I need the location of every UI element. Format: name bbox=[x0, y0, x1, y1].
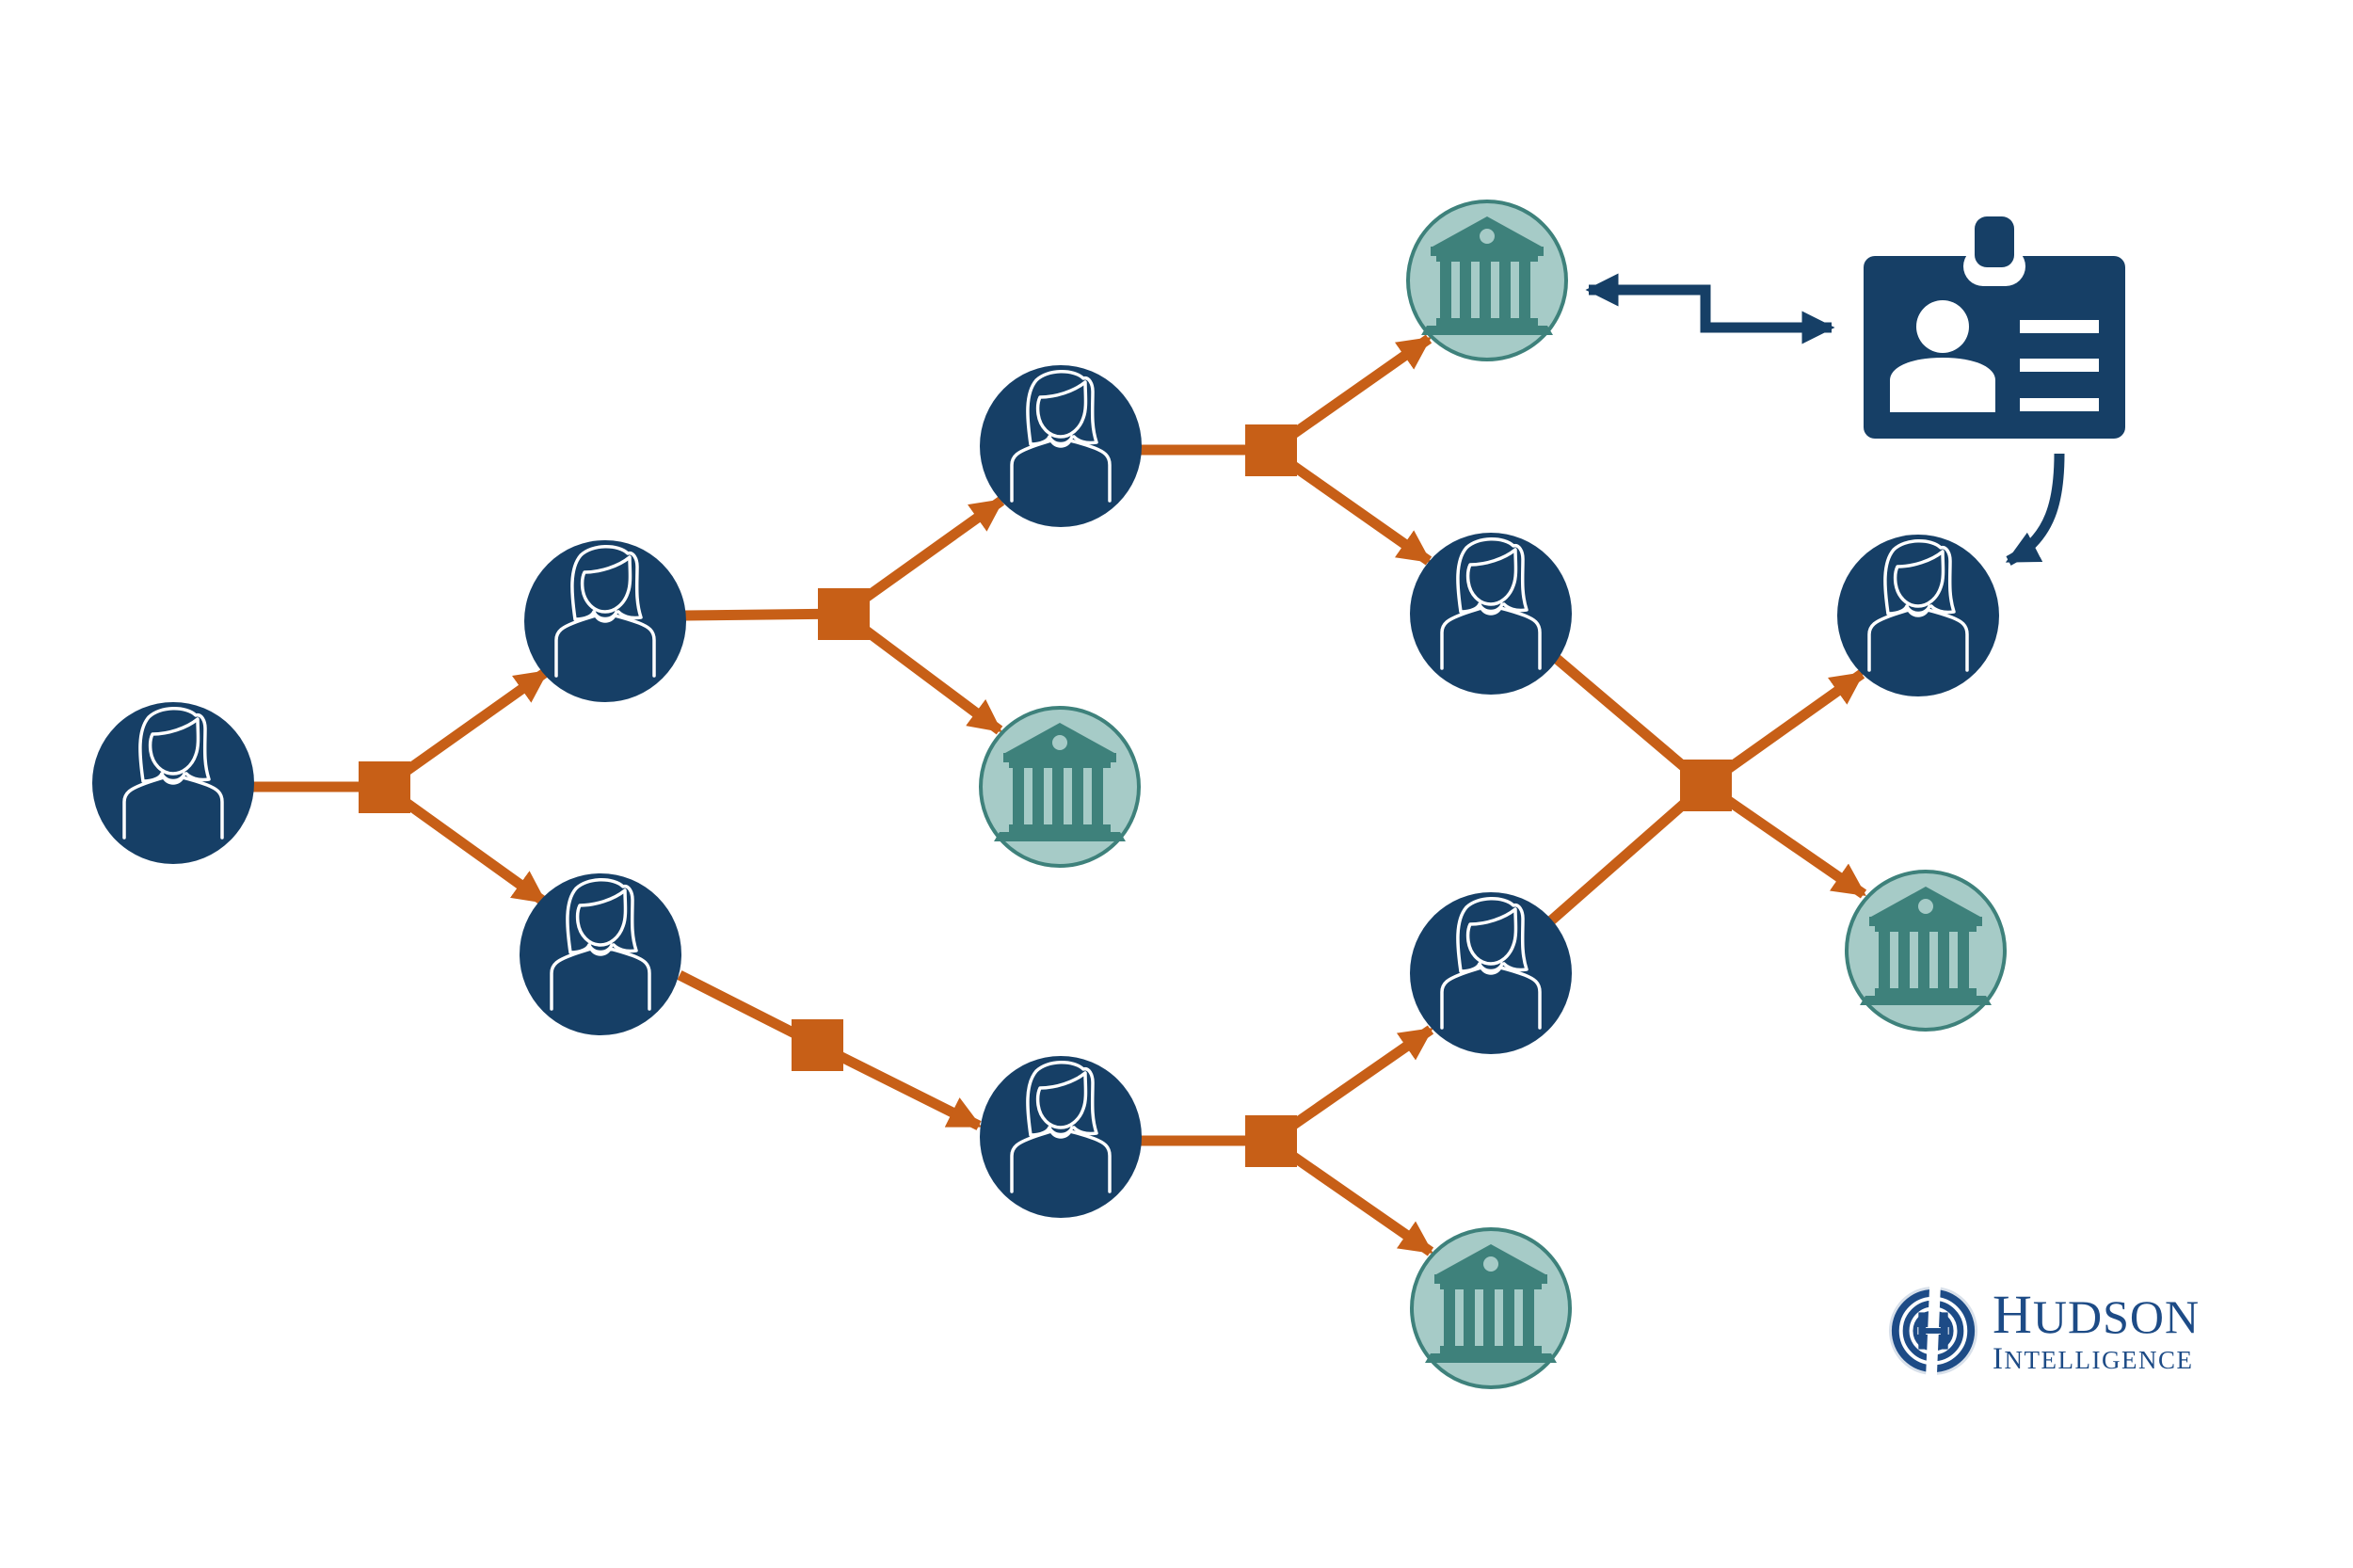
person-node-p4[interactable] bbox=[980, 365, 1142, 527]
bank-node-b2[interactable] bbox=[1406, 200, 1568, 361]
person-node-p3[interactable] bbox=[520, 873, 681, 1035]
junctions bbox=[359, 424, 1732, 1167]
person-node-p6[interactable] bbox=[1410, 533, 1572, 695]
bank-node-b1[interactable] bbox=[979, 706, 1141, 868]
person-node-p8[interactable] bbox=[1837, 535, 1999, 696]
bank-node-b3[interactable] bbox=[1410, 1227, 1572, 1389]
logo-line2: INTELLIGENCE bbox=[1993, 1341, 2194, 1376]
person-node-p7[interactable] bbox=[1410, 892, 1572, 1054]
person-node-p5[interactable] bbox=[980, 1056, 1142, 1218]
junction-square bbox=[359, 761, 410, 813]
logo-line1: HUDSON bbox=[1993, 1283, 2201, 1345]
bank-node-b4[interactable] bbox=[1845, 870, 2007, 1032]
bank-id-double-arrow bbox=[1585, 273, 1835, 344]
person-node-p2[interactable] bbox=[524, 540, 686, 702]
junction-square bbox=[792, 1019, 843, 1071]
logo-mark-icon bbox=[1888, 1286, 1978, 1376]
junction-square bbox=[1680, 760, 1732, 811]
person-node-p1[interactable] bbox=[92, 702, 254, 864]
junction-square bbox=[818, 588, 870, 640]
junction-square bbox=[1245, 1115, 1297, 1167]
id-to-person-curved-arrow bbox=[2005, 453, 2065, 566]
id-links bbox=[1585, 273, 2065, 566]
hudson-intelligence-logo: HUDSON INTELLIGENCE bbox=[1887, 1285, 2200, 1377]
id-card-icon[interactable] bbox=[1864, 216, 2125, 439]
junction-square bbox=[1245, 424, 1297, 476]
